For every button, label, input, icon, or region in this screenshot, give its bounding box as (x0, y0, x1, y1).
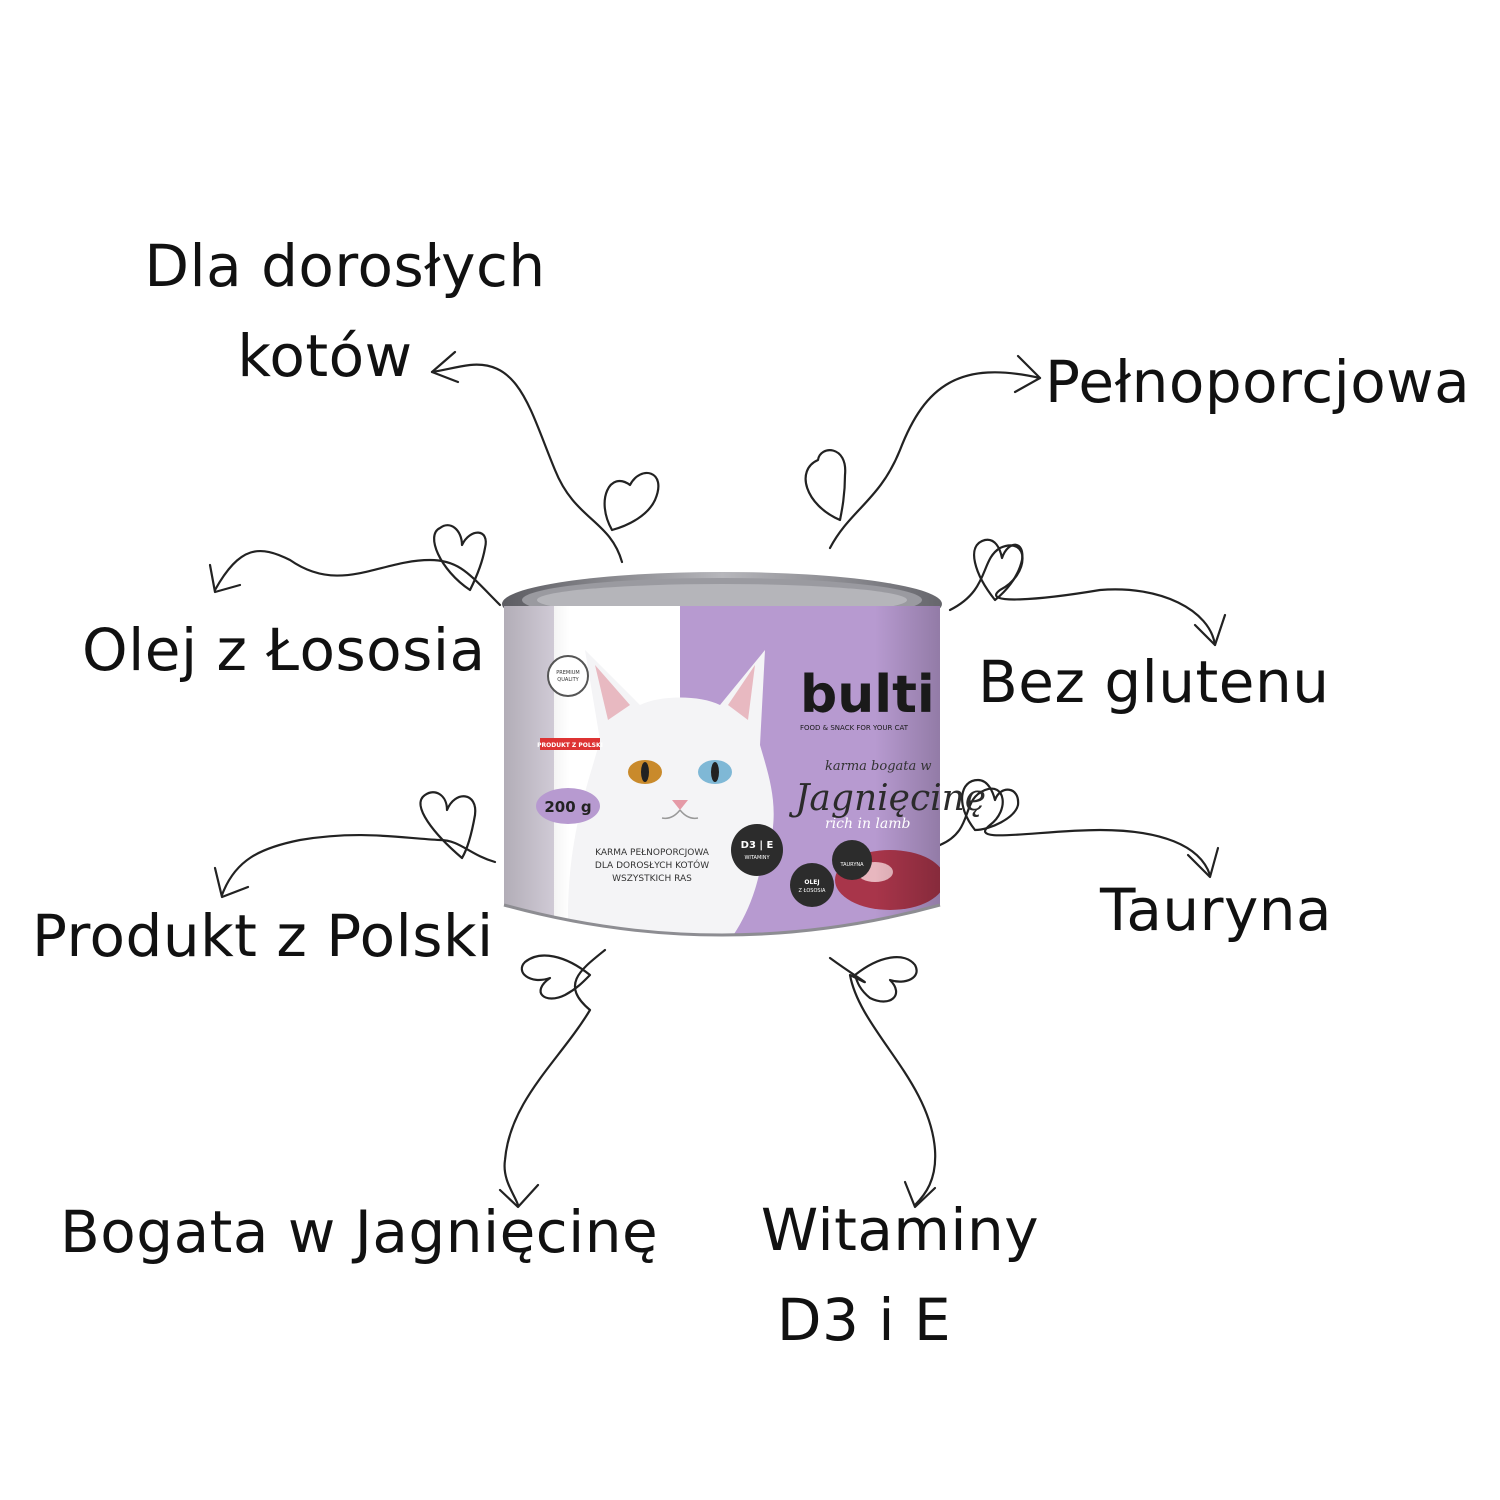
weight-badge (536, 788, 600, 824)
heart-icon (804, 449, 847, 522)
arrowhead-icon (213, 866, 250, 899)
connector-rich-lamb (503, 948, 607, 1207)
connector-adult-cats (430, 363, 624, 564)
feature-adult-cats-line2: kotów (237, 321, 413, 390)
feature-vitamins-line1: Witaminy (760, 1196, 1040, 1264)
heart-icon (961, 778, 1020, 832)
flavor-name: Jagnięcinę (788, 778, 986, 819)
connector-gluten-free (948, 544, 1217, 647)
svg-text:WITAMINY: WITAMINY (744, 855, 770, 861)
heart-icon (973, 538, 1024, 602)
feature-adult-cats-line1: Dla dorosłych (144, 232, 546, 300)
connector-taurine (938, 787, 1212, 877)
feature-adult-cats: Dla dorosłych kotów (130, 222, 560, 402)
feature-vitamins: Witaminy D3 i E (720, 1186, 1080, 1366)
svg-text:FOOD & SNACK FOR YOUR CAT: FOOD & SNACK FOR YOUR CAT (800, 724, 909, 732)
heart-icon (853, 956, 918, 1003)
connector-complete-food (828, 371, 1042, 550)
svg-text:D3 | E: D3 | E (741, 840, 774, 851)
feature-taurine: Tauryna (1100, 876, 1333, 944)
arrowhead-icon (1186, 846, 1220, 879)
svg-text:PREMIUM: PREMIUM (556, 670, 579, 676)
svg-text:KARMA PEŁNOPORCJOWA: KARMA PEŁNOPORCJOWA (595, 848, 710, 858)
feature-salmon-oil: Olej z Łososia (82, 616, 486, 684)
feature-gluten-free: Bez glutenu (978, 648, 1330, 716)
heart-icon (520, 954, 592, 1000)
svg-text:DLA DOROSŁYCH KOTÓW: DLA DOROSŁYCH KOTÓW (595, 859, 709, 871)
svg-text:karma bogata w: karma bogata w (825, 759, 932, 774)
feature-rich-in-lamb: Bogata w Jagnięcinę (60, 1198, 659, 1266)
feature-vitamins-line2: D3 i E (776, 1285, 952, 1354)
premium-badge (547, 655, 589, 697)
arrowhead-icon (208, 563, 242, 594)
svg-text:200 g: 200 g (544, 798, 591, 816)
heart-icon (603, 471, 660, 532)
arrowhead-icon (1193, 613, 1227, 647)
salmon-oil-icon (790, 863, 834, 907)
feature-complete-food: Pełnoporcjowa (1045, 348, 1471, 416)
arrowhead-icon (903, 1180, 937, 1209)
arrowhead-icon (1013, 354, 1042, 394)
feature-made-in-poland: Produkt z Polski (32, 902, 494, 970)
arrowhead-icon (430, 350, 460, 384)
heart-icon (433, 524, 487, 592)
svg-text:QUALITY: QUALITY (557, 677, 579, 683)
heart-icon (419, 791, 477, 860)
svg-text:PRODUKT Z POLSKI: PRODUKT Z POLSKI (537, 742, 603, 749)
svg-text:TAURYNA: TAURYNA (839, 862, 864, 868)
connector-salmon-oil (213, 549, 502, 607)
svg-text:WSZYSTKICH RAS: WSZYSTKICH RAS (612, 874, 692, 884)
svg-text:Z ŁOSOSIA: Z ŁOSOSIA (799, 888, 827, 894)
svg-text:rich in lamb: rich in lamb (825, 816, 911, 832)
connector-vitamins (828, 956, 937, 1207)
arrowhead-icon (498, 1183, 540, 1209)
poland-badge (540, 738, 600, 750)
vitamins-icon (731, 824, 783, 876)
connector-poland (220, 834, 497, 897)
brand-logo: bulti (800, 665, 935, 725)
svg-text:OLEJ: OLEJ (804, 879, 819, 886)
taurine-icon (832, 840, 872, 880)
